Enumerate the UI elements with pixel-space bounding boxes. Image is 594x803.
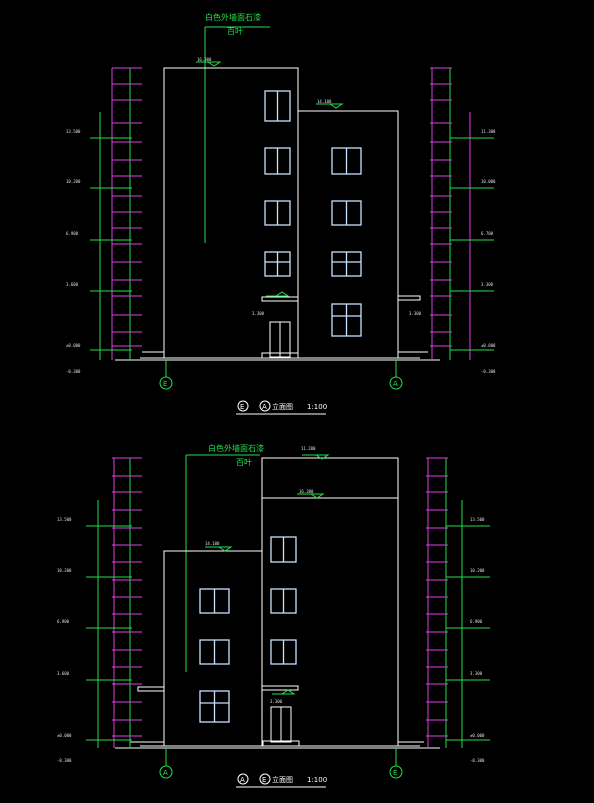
material-note-2: 百叶: [227, 27, 243, 36]
elev-label: ±0.000: [66, 343, 81, 348]
steps: [262, 740, 300, 747]
elev-label: 13.500: [57, 517, 72, 522]
axis-label: E: [393, 769, 397, 777]
elevation-marker: [266, 291, 290, 297]
elev-label: 10.200: [57, 568, 72, 573]
window: [199, 690, 230, 723]
canopy: [261, 296, 299, 302]
parapet: [261, 457, 399, 499]
window: [331, 251, 362, 277]
axis-label: A: [393, 380, 398, 388]
steps: [261, 352, 299, 359]
dimension-chain-right: [426, 457, 490, 748]
caption-scale: 1:100: [307, 776, 327, 784]
caption-scale: 1:100: [307, 403, 327, 411]
elev-label: 6.900: [470, 619, 483, 624]
caption-bubble: [259, 773, 271, 785]
caption-title: 立面图: [272, 402, 293, 411]
axis-bubble: [389, 376, 403, 390]
elev-label: 13.500: [470, 517, 485, 522]
axis-bubble: [159, 765, 173, 779]
elev-label: 13.500: [66, 129, 81, 134]
window: [331, 303, 362, 337]
elevation-top: 白色外墙面石漆 百叶 16.300 14.100 3.300: [66, 12, 496, 415]
building-block-low: [297, 110, 399, 359]
elev-label: -0.300: [470, 758, 485, 763]
window: [270, 536, 297, 563]
elev-canopy: 3.300: [270, 699, 283, 704]
elev-label: ±0.000: [481, 343, 496, 348]
caption-title: 立面图: [272, 775, 293, 784]
elev-label: 6.700: [481, 231, 494, 236]
caption-axis: A: [262, 403, 267, 411]
axis-bubble: [389, 765, 403, 779]
dimension-chain-right: [430, 67, 494, 360]
elev-label: -0.300: [481, 369, 496, 374]
canopy: [261, 685, 299, 691]
elev-roof-top: 11.200: [301, 446, 316, 451]
window: [331, 200, 362, 226]
elev-label: ±0.000: [470, 733, 485, 738]
elev-roof-low: 14.100: [205, 541, 220, 546]
axis-label: A: [163, 769, 168, 777]
elev-canopy-left: 3.300: [252, 311, 265, 316]
building-block-low: [163, 550, 263, 747]
window: [199, 588, 230, 614]
window: [264, 200, 291, 226]
entrance-door: [270, 706, 292, 743]
material-note-2: 百叶: [236, 458, 252, 467]
window: [264, 251, 291, 277]
elevation-bottom: 白色外墙面石漆 百叶 11.200 16.300 14.100 3.300: [57, 443, 490, 788]
elev-label: 10.200: [66, 179, 81, 184]
caption-axis: A: [240, 776, 245, 784]
caption-axis: E: [240, 403, 244, 411]
canopy: [397, 295, 421, 301]
elev-label: 3.300: [470, 671, 483, 676]
material-note: 白色外墙面石漆: [205, 12, 261, 22]
window: [264, 90, 291, 122]
elevation-marker: [272, 689, 296, 695]
elev-label: 10.200: [470, 568, 485, 573]
caption-bubble: [237, 773, 249, 785]
dimension-chain-left: [90, 67, 142, 360]
window: [199, 639, 230, 665]
elev-label: 6.900: [66, 231, 79, 236]
elev-label: ±0.000: [57, 733, 72, 738]
elev-roof-low: 14.100: [317, 99, 332, 104]
elevation-marker: [297, 493, 325, 499]
window: [270, 588, 297, 614]
elev-label: 3.600: [57, 671, 70, 676]
elev-label: 11.300: [481, 129, 496, 134]
elevation-marker: [316, 103, 344, 109]
window: [270, 639, 297, 665]
window: [264, 147, 291, 175]
elevation-marker: [196, 61, 222, 67]
elevation-marker: [205, 546, 233, 552]
elev-label: 3.600: [66, 282, 79, 287]
entrance-door: [269, 321, 291, 358]
window: [331, 147, 362, 175]
canopy: [137, 686, 165, 692]
axis-label: E: [163, 380, 167, 388]
axis-bubble: [159, 376, 173, 390]
elev-label: 3.300: [481, 282, 494, 287]
elev-roof-mid: 16.300: [299, 489, 314, 494]
dimension-chain-left: [86, 457, 142, 748]
elev-canopy-right: 3.300: [409, 311, 422, 316]
elev-label: -0.300: [57, 758, 72, 763]
elev-label: -0.300: [66, 369, 81, 374]
caption-axis: E: [262, 776, 266, 784]
elevation-marker: [302, 454, 330, 460]
elev-roof-high: 16.300: [197, 57, 212, 62]
caption-bubble: [237, 400, 249, 412]
building-block-tall: [261, 497, 399, 747]
elev-label: 6.900: [57, 619, 70, 624]
caption-bubble: [259, 400, 271, 412]
elev-label: 10.000: [481, 179, 496, 184]
material-note: 白色外墙面石漆: [208, 443, 264, 453]
